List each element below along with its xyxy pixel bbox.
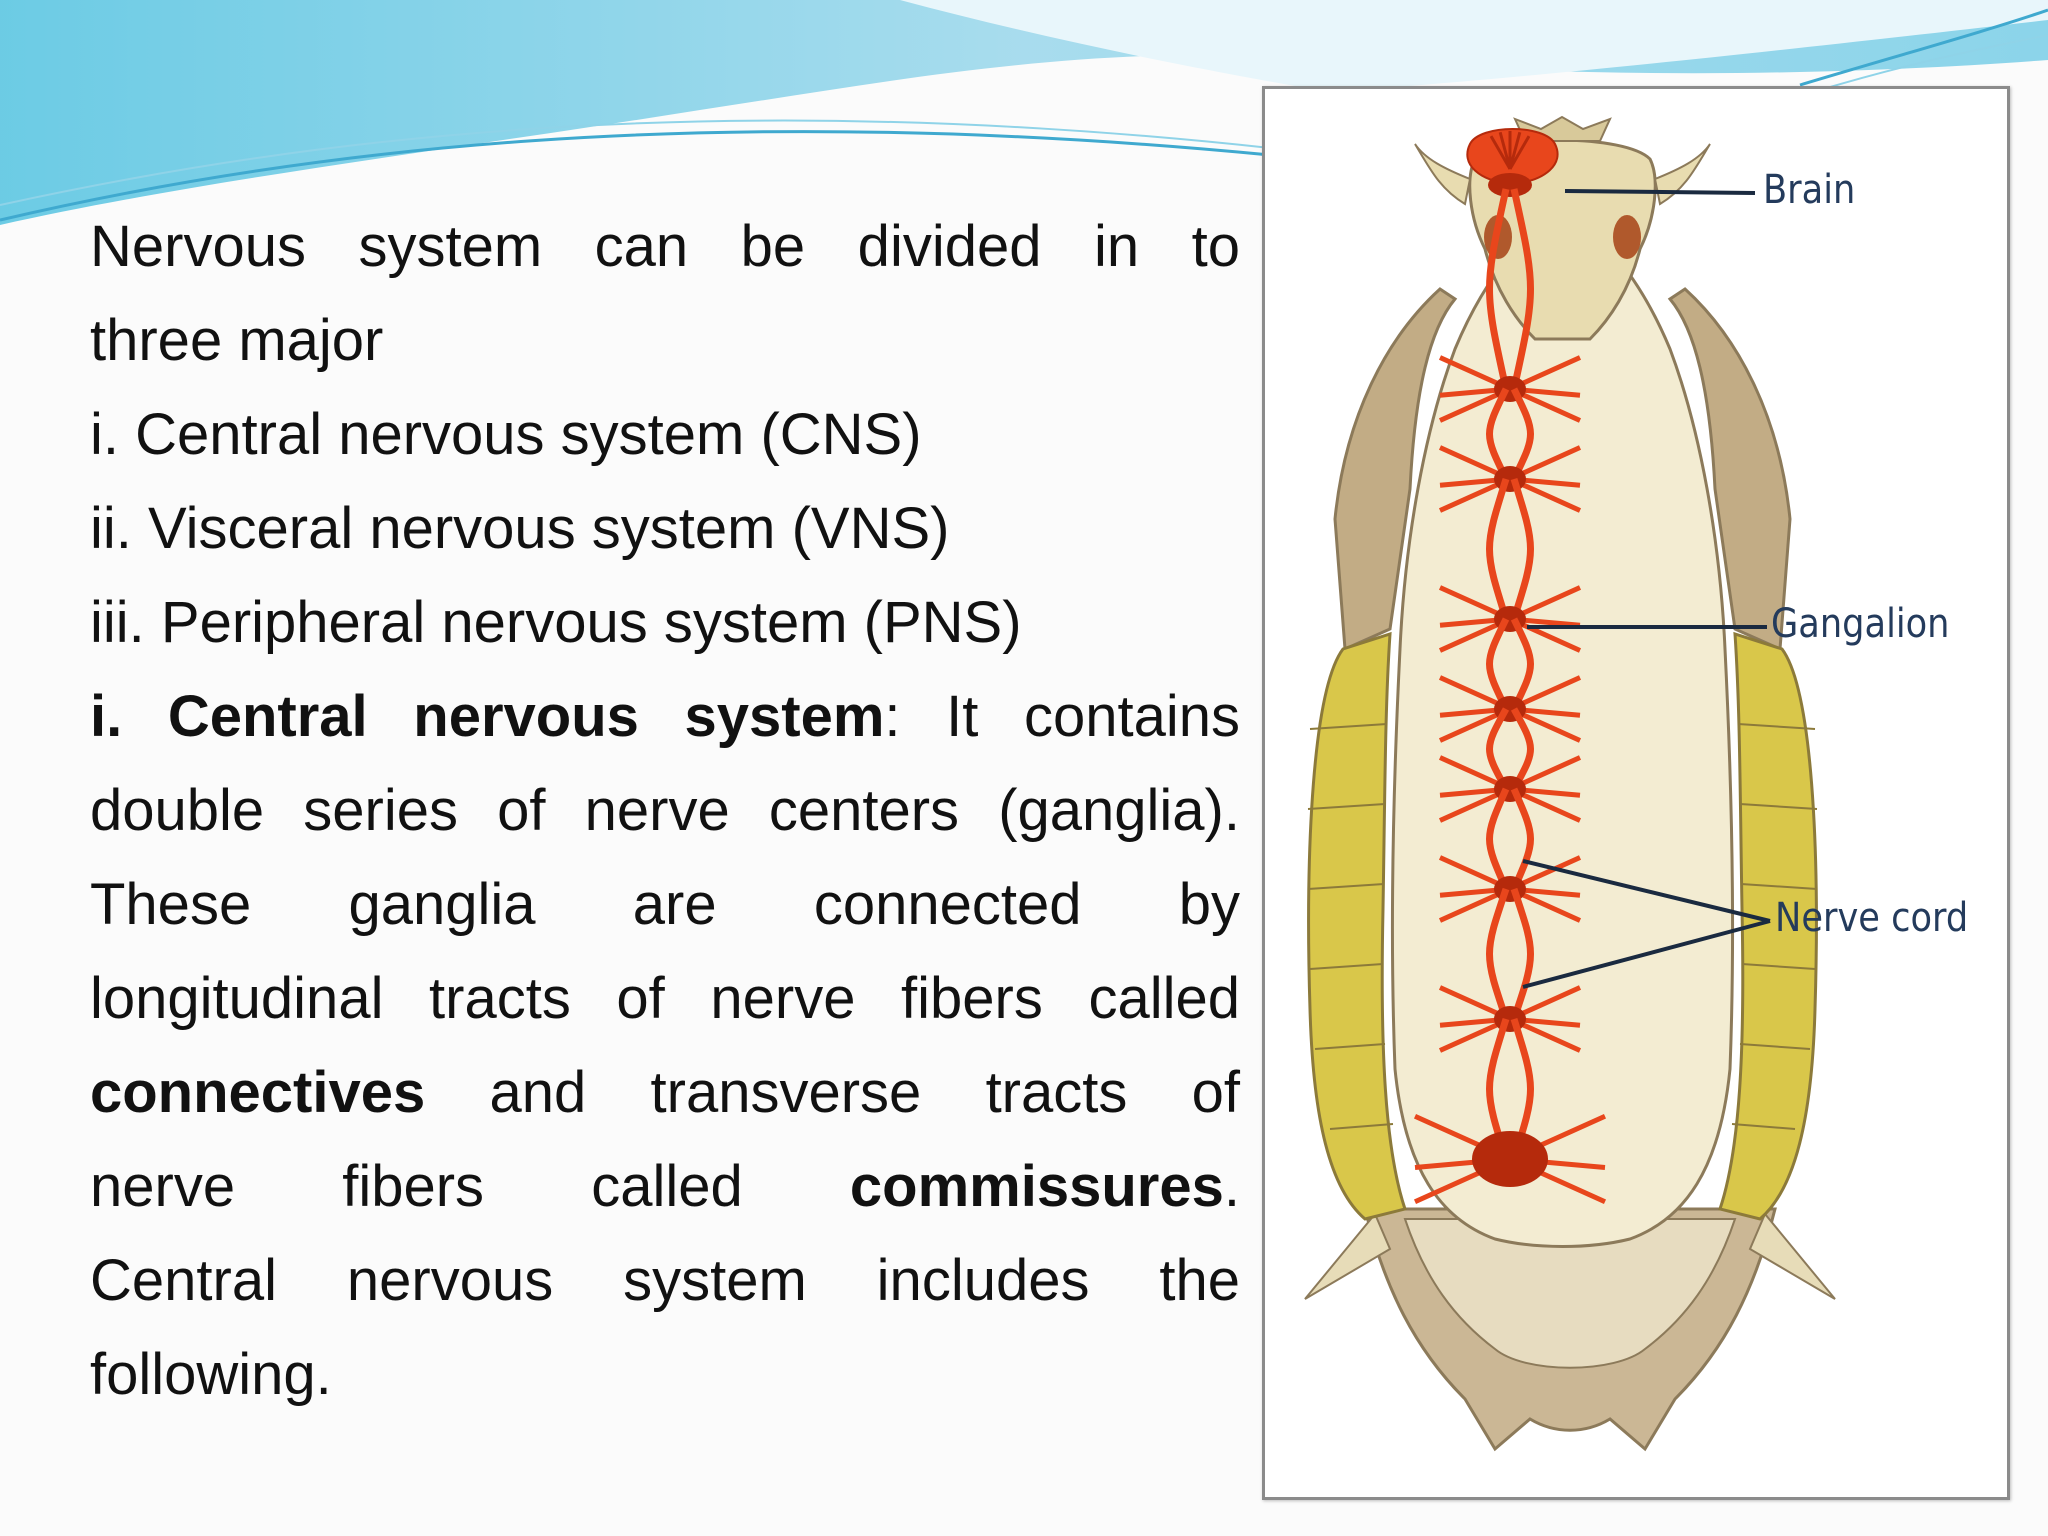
intro-line-1: Nervous system can be divided in to	[90, 214, 1240, 279]
label-brain: Brain	[1763, 167, 1856, 213]
connective-left-6	[1486, 887, 1510, 1021]
right-cercus	[1748, 1212, 1836, 1300]
cns-line-5-rest: and transverse tracts of	[425, 1060, 1240, 1125]
connective-left-2	[1486, 477, 1510, 621]
connective-right-5	[1510, 787, 1534, 891]
left-antenna	[1414, 143, 1472, 206]
connective-right-4	[1510, 707, 1534, 791]
nerve-cord-leader-bottom	[1522, 919, 1771, 989]
cns-line-5: connectives and transverse tracts of	[90, 1046, 1240, 1140]
label-ganglion: Gangalion	[1771, 601, 1950, 647]
left-cercus	[1304, 1212, 1392, 1300]
cns-heading: i. Central nervous system	[90, 684, 885, 749]
insect-nervous-system-figure: Brain Gangalion Nerve cord	[1262, 86, 2010, 1500]
label-leader-lines	[1522, 189, 1771, 989]
ganglion-1	[1494, 466, 1526, 492]
list-item-pns: iii. Peripheral nervous system (PNS)	[90, 590, 1022, 655]
brain-leader-line	[1564, 189, 1756, 195]
label-nerve-cord: Nerve cord	[1775, 895, 1969, 941]
brain-nerve-0	[1489, 135, 1512, 170]
connective-left-5	[1486, 787, 1510, 891]
term-connectives: connectives	[90, 1060, 426, 1125]
connective-left-3	[1486, 617, 1510, 711]
cns-line-1-rest: : It contains	[884, 684, 1240, 749]
segment-lines	[1307, 723, 1818, 1130]
left-abdomen-segments	[1307, 631, 1407, 1221]
term-commissures: commissures	[849, 1154, 1224, 1219]
cns-line-2: double series of nerve centers (ganglia)…	[90, 778, 1240, 843]
brain-nerve-4	[1508, 135, 1531, 170]
insect-body	[1304, 115, 1836, 1452]
list-item-cns: i. Central nervous system (CNS)	[90, 402, 922, 467]
ganglion-5	[1494, 876, 1526, 902]
brain-nerve-3	[1508, 131, 1522, 170]
insect-nervous-system-diagram-icon	[1304, 115, 1836, 1452]
connective-right-2	[1510, 477, 1534, 621]
cns-line-4: longitudinal tracts of nerve fibers call…	[90, 966, 1240, 1031]
connective-right-0	[1510, 188, 1534, 390]
cns-line-6-pre: nerve fibers called	[90, 1154, 850, 1219]
brain-nerve-1	[1498, 131, 1512, 170]
connective-left-4	[1486, 707, 1510, 791]
cns-line-6-post: .	[1223, 1154, 1240, 1219]
right-eye	[1613, 215, 1641, 259]
slide-body-text: Nervous system can be divided in to thre…	[90, 200, 1240, 1422]
connective-left-0	[1486, 188, 1510, 390]
brain-center	[1488, 173, 1532, 197]
cns-line-7: Central nervous system includes the	[90, 1248, 1240, 1313]
abdomen-tail-inner	[1403, 1218, 1737, 1369]
intro-line-2: three major	[90, 308, 384, 373]
cns-line-1: i. Central nervous system: It contains	[90, 670, 1240, 764]
cns-line-3: These ganglia are connected by	[90, 872, 1240, 937]
ganglion-6	[1494, 1006, 1526, 1032]
body-cavity	[1391, 207, 1734, 1248]
connective-right-6	[1510, 887, 1534, 1021]
nerve-cord-leader-top	[1522, 859, 1771, 923]
ventral-nerve-cord	[1413, 128, 1607, 1205]
cns-line-6: nerve fibers called commissures.	[90, 1140, 1240, 1234]
cns-line-8: following.	[90, 1342, 332, 1407]
connective-right-3	[1510, 617, 1534, 711]
right-antenna	[1653, 143, 1711, 206]
list-item-vns: ii. Visceral nervous system (VNS)	[90, 496, 950, 561]
connective-right-1	[1510, 387, 1534, 481]
header-wave-decoration	[0, 0, 2048, 225]
connective-left-1	[1486, 387, 1510, 481]
ganglion-7	[1472, 1131, 1548, 1187]
